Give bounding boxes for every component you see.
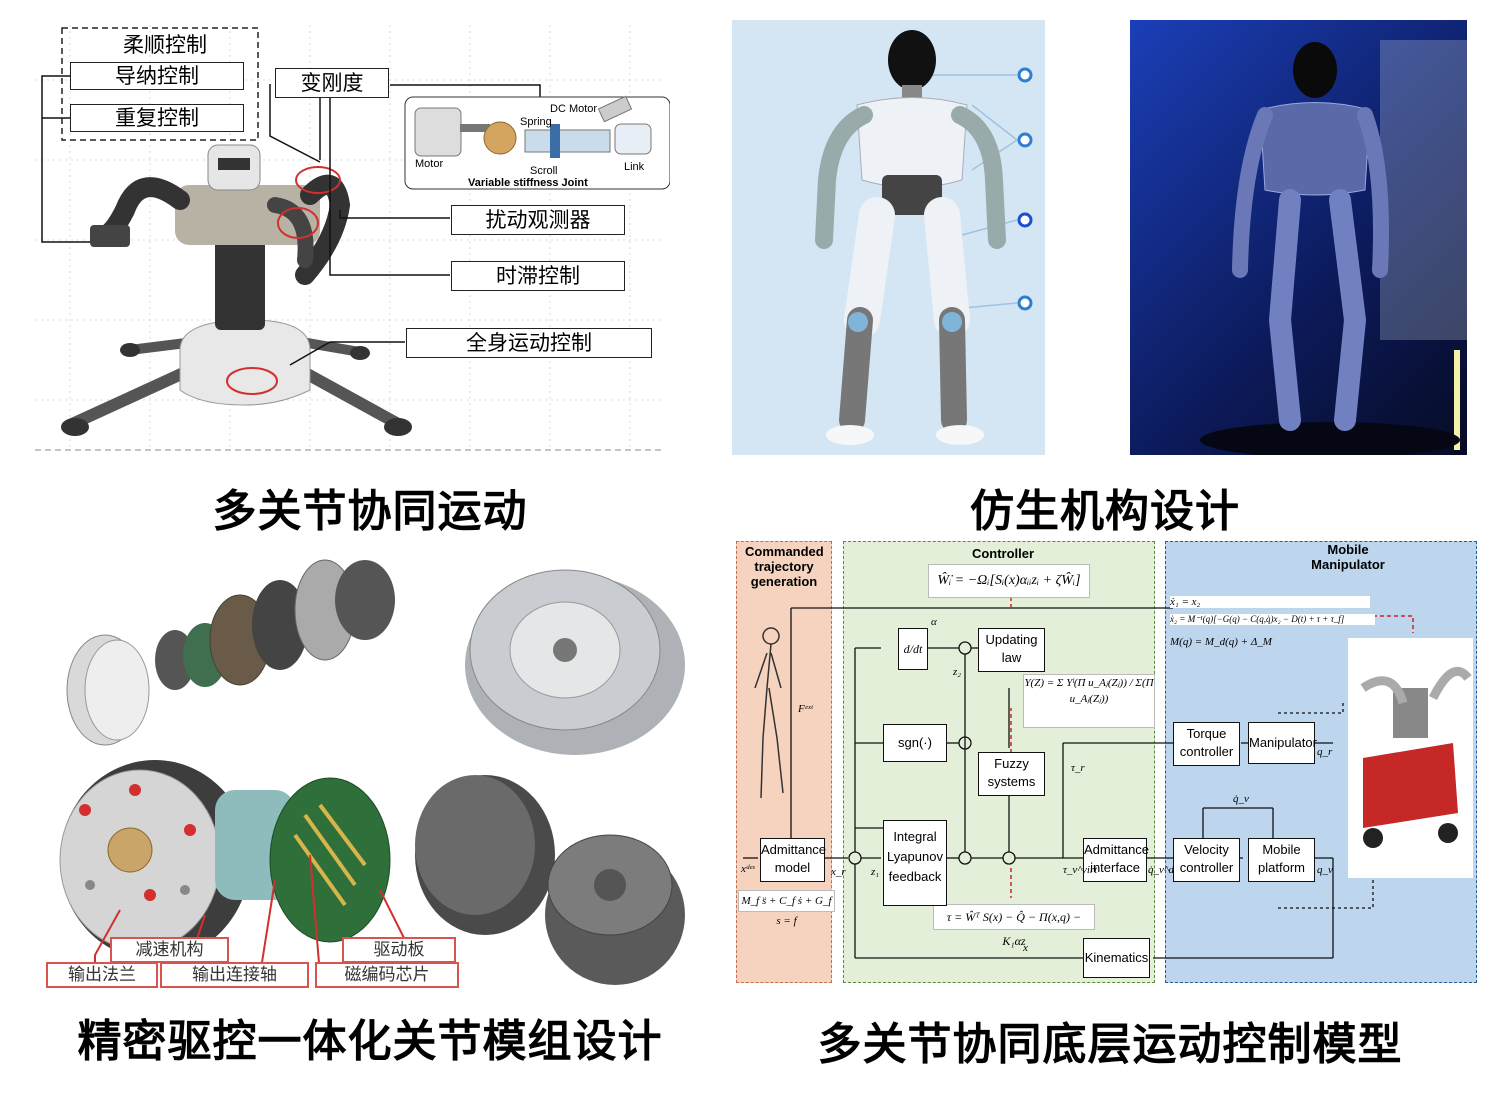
- signal-qd: q̇_v^d: [1148, 864, 1175, 876]
- label-encoder-chip: 磁编码芯片: [315, 962, 459, 988]
- caption-bionic-design: 仿生机构设计: [970, 486, 1240, 537]
- panel-bionic-design-right: [1130, 20, 1467, 458]
- equation-fuzzy: Y(Z) = Σ Yˡ(Π u_Aⱼ(Zⱼ)) / Σ(Π u_Aⱼ(Zⱼ)): [1023, 674, 1155, 728]
- block-sgn: sgn(·): [883, 724, 947, 762]
- signal-q-v-dot: q̇_v: [1233, 793, 1249, 805]
- caption-control-model: 多关节协同底层运动控制模型: [817, 1019, 1403, 1070]
- label-output-shaft: 输出连接轴: [160, 962, 309, 988]
- equation-tau: τ = Ŵᵀ S(x) − Q̂ − Π(x,q) − K₁αz: [933, 904, 1095, 948]
- label-time-delay-control: 时滞控制: [451, 261, 625, 291]
- signal-z1: z₁: [871, 866, 880, 878]
- signal-f-ext: Fᵉˣᵗ: [798, 703, 813, 715]
- humanoid-robot-dark-icon: [1200, 40, 1467, 458]
- block-integral-lyapunov: Integral Lyapunov feedback: [883, 820, 947, 906]
- signal-x-r: x_r: [831, 866, 846, 878]
- variable-stiffness-joint-diagram: [404, 95, 671, 190]
- equation-admittance: M_f s̈ + C_f ṡ + G_f s = f: [738, 890, 835, 927]
- equation-dynamics-2: ẋ₂ = M⁻¹(q)[−G(q) − C(q,q̇)x₂ − D(t) + τ…: [1170, 614, 1375, 625]
- label-admittance-control: 导纳控制: [70, 62, 244, 90]
- actuator-stack-icon: [415, 775, 685, 985]
- humanoid-robot-white-icon: [815, 30, 1033, 445]
- block-manipulator: Manipulator: [1248, 722, 1317, 764]
- human-icon: [754, 627, 784, 799]
- label-output-flange: 输出法兰: [46, 962, 158, 988]
- vsj-link: Link: [624, 161, 645, 173]
- vsj-motor: Motor: [415, 158, 443, 170]
- control-diagram-wiring: [743, 583, 1473, 959]
- robot-base-icon: [61, 230, 412, 436]
- equation-dynamics-3: M(q) = M_d(q) + Δ_M: [1170, 636, 1272, 648]
- panel-control-model: Commanded trajectory generation Controll…: [733, 538, 1478, 986]
- signal-tau-virt: τ_v^virt: [1063, 864, 1098, 876]
- block-admittance-interface: Admittance interface: [1083, 838, 1149, 882]
- vsj-title: Variable stiffness Joint: [468, 177, 588, 189]
- signal-x-des: xᵈᵉˢ: [741, 863, 755, 875]
- block-updating-law: Updating law: [978, 628, 1045, 672]
- panel-joint-module: [35, 555, 690, 995]
- block-kinematics: Kinematics: [1083, 938, 1150, 978]
- vsj-scroll: Scroll: [530, 165, 558, 177]
- signal-alpha: α: [931, 616, 937, 628]
- signal-x: x: [1023, 942, 1028, 954]
- robot-torso-icon: [90, 144, 351, 285]
- label-whole-body-control: 全身运动控制: [406, 328, 652, 358]
- controller-title: Controller: [971, 546, 1035, 561]
- multi-joint-figure: DC Motor Spring Motor Scroll Link Variab…: [35, 25, 671, 451]
- label-compliance-control: 柔顺控制: [123, 33, 207, 57]
- caption-joint-module: 精密驱控一体化关节模组设计: [77, 1016, 663, 1067]
- vsj-dc-motor: DC Motor: [550, 103, 597, 115]
- block-fuzzy-systems: Fuzzy systems: [978, 752, 1045, 796]
- block-velocity-controller: Velocity controller: [1173, 838, 1240, 882]
- block-admittance-model: Admittance model: [760, 838, 826, 882]
- signal-z2: z₂: [953, 666, 962, 678]
- caption-multi-joint: 多关节协同运动: [212, 486, 528, 537]
- vsj-spring: Spring: [520, 116, 552, 128]
- label-disturbance-observer: 扰动观测器: [451, 205, 625, 235]
- signal-tau-r: τ_r: [1071, 762, 1085, 774]
- trajectory-title: Commanded trajectory generation: [745, 544, 824, 589]
- exploded-actuator-icon: [66, 559, 395, 746]
- block-mobile-platform: Mobile platform: [1248, 838, 1315, 882]
- label-variable-stiffness: 变刚度: [275, 68, 389, 98]
- panel-bionic-design-left: [732, 20, 1045, 455]
- panel-multi-joint: DC Motor Spring Motor Scroll Link Variab…: [30, 20, 671, 455]
- actuator-front-icon: [465, 569, 685, 755]
- equation-update-law: Ŵ̇ᵢ = −Ωᵢ[Sᵢ(x)αᵢᵢzᵢ + ζŴᵢ]: [928, 564, 1090, 598]
- joint-module-figure: [59, 559, 685, 985]
- actuator-pcb-icon: [59, 760, 391, 960]
- block-torque-controller: Torque controller: [1173, 722, 1240, 766]
- label-reducer: 减速机构: [110, 937, 229, 963]
- mobile-title: Mobile Manipulator: [1311, 542, 1385, 572]
- signal-q-r: q_r: [1317, 746, 1333, 758]
- signal-q-v: q_v: [1317, 864, 1333, 876]
- block-derivative: d/dt: [898, 628, 928, 670]
- mobile-manipulator-icon: [1348, 638, 1473, 878]
- equation-dynamics-1: ẋ₁ = x₂: [1170, 596, 1370, 608]
- label-driver-board: 驱动板: [342, 937, 456, 963]
- label-repetitive-control: 重复控制: [70, 104, 244, 132]
